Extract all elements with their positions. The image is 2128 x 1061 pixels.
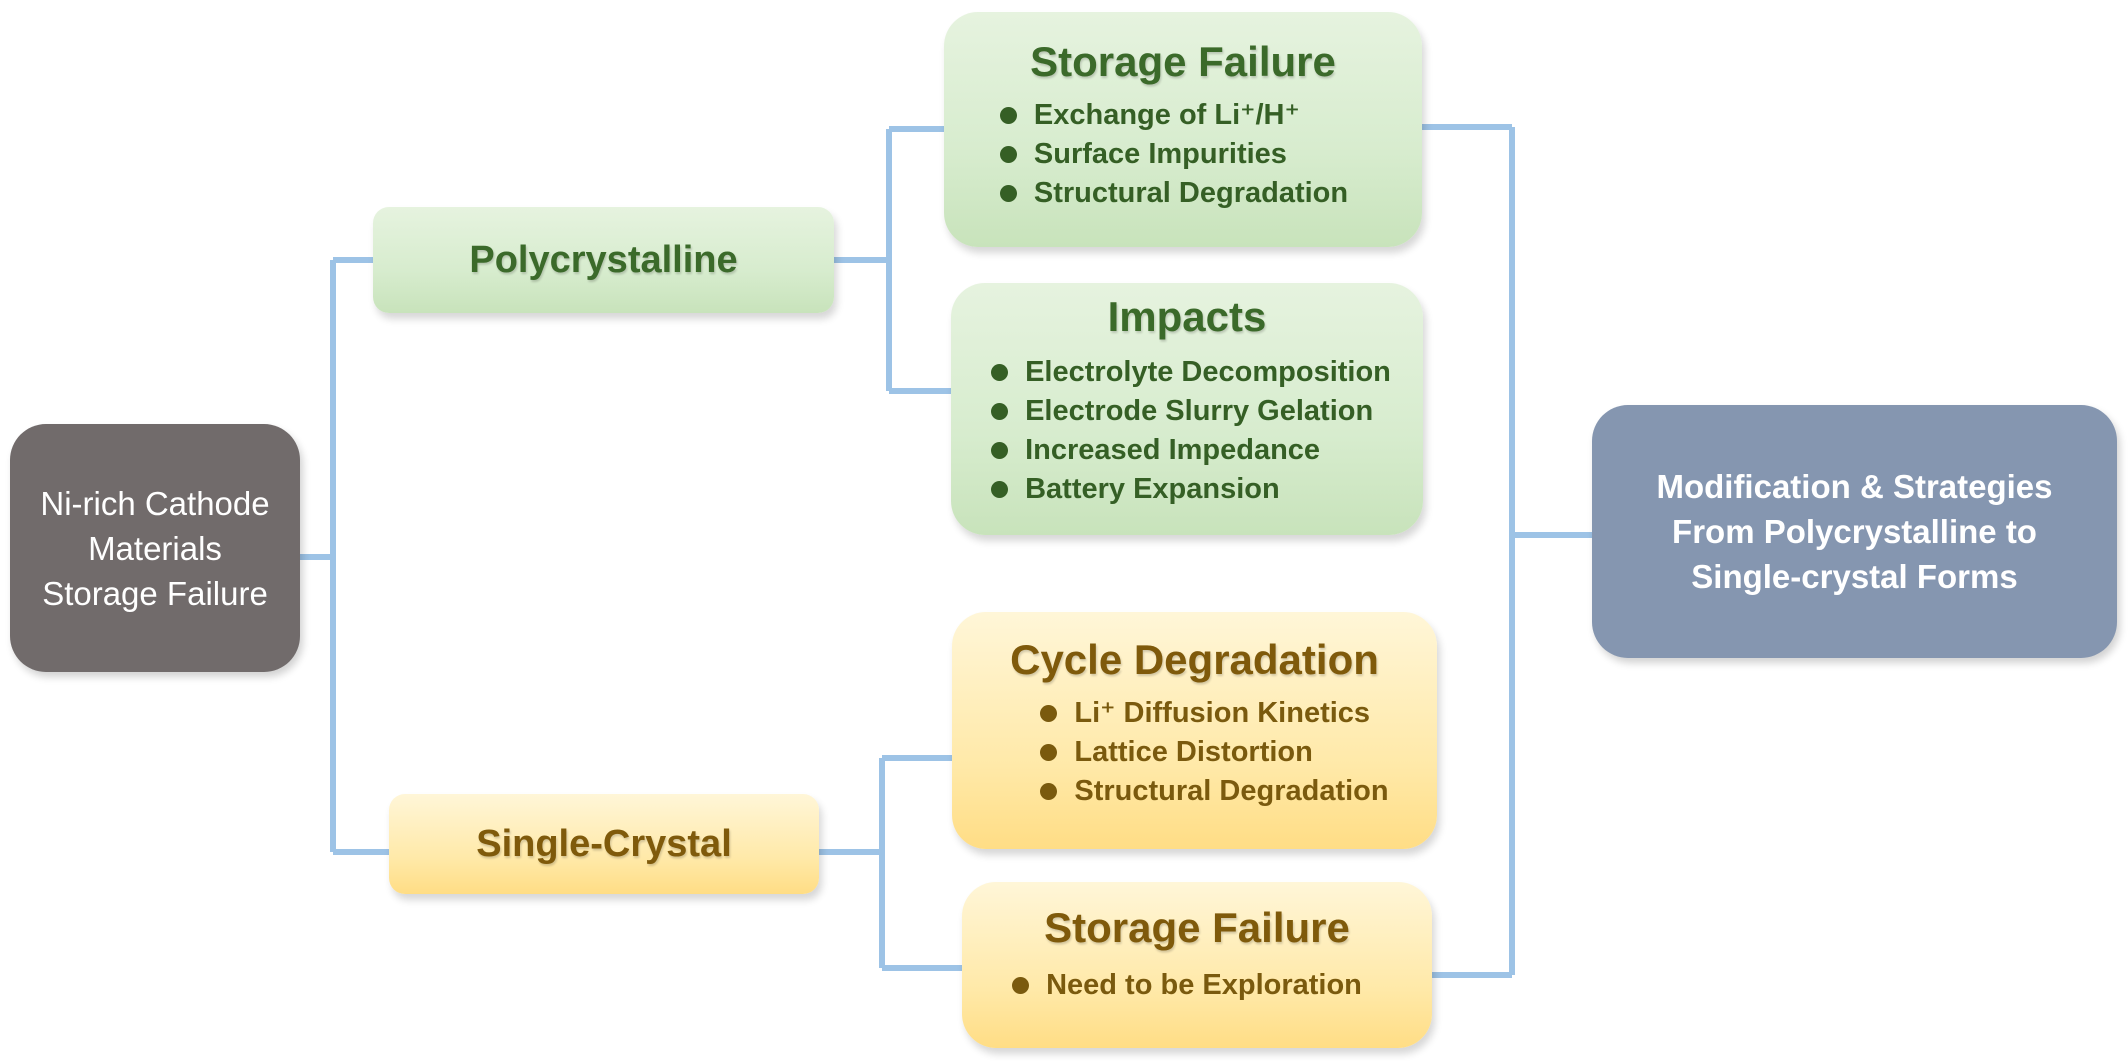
bullet-item: Electrode Slurry Gelation [991,392,1391,431]
bullet-list: Li⁺ Diffusion Kinetics Lattice Distortio… [1040,694,1389,811]
single-crystal-cycle-degradation-card: Cycle Degradation Li⁺ Diffusion Kinetics… [952,612,1437,849]
card-title: Cycle Degradation [1010,636,1379,683]
polycrystalline-label: Polycrystalline [469,238,738,281]
bullet-item: Structural Degradation [1040,772,1389,811]
connector-root-to-branches [300,257,389,855]
bullet-item: Li⁺ Diffusion Kinetics [1040,694,1388,733]
bullet-item: Structural Degradation [999,174,1348,213]
single-crystal-node: Single-Crystal [389,794,819,894]
root-line-3: Storage Failure [42,574,268,612]
bullet-item: Increased Impedance [991,431,1391,470]
bullet-item: Exchange of Li⁺/H⁺ [999,96,1348,135]
bullet-item: Lattice Distortion [1040,733,1388,772]
polycrystalline-node: Polycrystalline [373,207,834,313]
single-crystal-label: Single-Crystal [476,822,732,865]
polycrystalline-storage-failure-card: Storage Failure Exchange of Li⁺/H⁺ Surfa… [944,12,1422,247]
bullet-item: Need to be Exploration [1012,966,1362,1005]
target-line-2: From Polycrystalline to [1672,513,2037,550]
bullet-list: Exchange of Li⁺/H⁺ Surface Impurities St… [999,96,1348,213]
bullet-item: Electrolyte Decomposition [991,353,1391,392]
connector-cards-to-target [1422,124,1592,978]
bullet-list: Need to be Exploration [1012,966,1362,1005]
target-node-modification-strategies: Modification & Strategies From Polycryst… [1592,405,2117,658]
connector-single-crystal-to-cards [819,755,962,971]
root-line-2: Materials [88,529,222,567]
polycrystalline-impacts-card: Impacts Electrolyte Decomposition Electr… [951,283,1423,535]
card-title: Storage Failure [1044,904,1350,951]
card-title: Storage Failure [1030,38,1336,85]
target-line-3: Single-crystal Forms [1691,558,2018,595]
root-node-ni-rich-cathode: Ni-rich Cathode Materials Storage Failur… [10,424,300,672]
root-line-1: Ni-rich Cathode [40,484,270,522]
card-title: Impacts [1107,293,1267,340]
connector-polycrystalline-to-cards [834,126,951,394]
target-line-1: Modification & Strategies [1656,468,2053,505]
bullet-item: Surface Impurities [999,135,1348,174]
bullet-item: Battery Expansion [991,470,1391,509]
single-crystal-storage-failure-card: Storage Failure Need to be Exploration [962,882,1432,1048]
bullet-list: Electrolyte Decomposition Electrode Slur… [991,353,1391,509]
